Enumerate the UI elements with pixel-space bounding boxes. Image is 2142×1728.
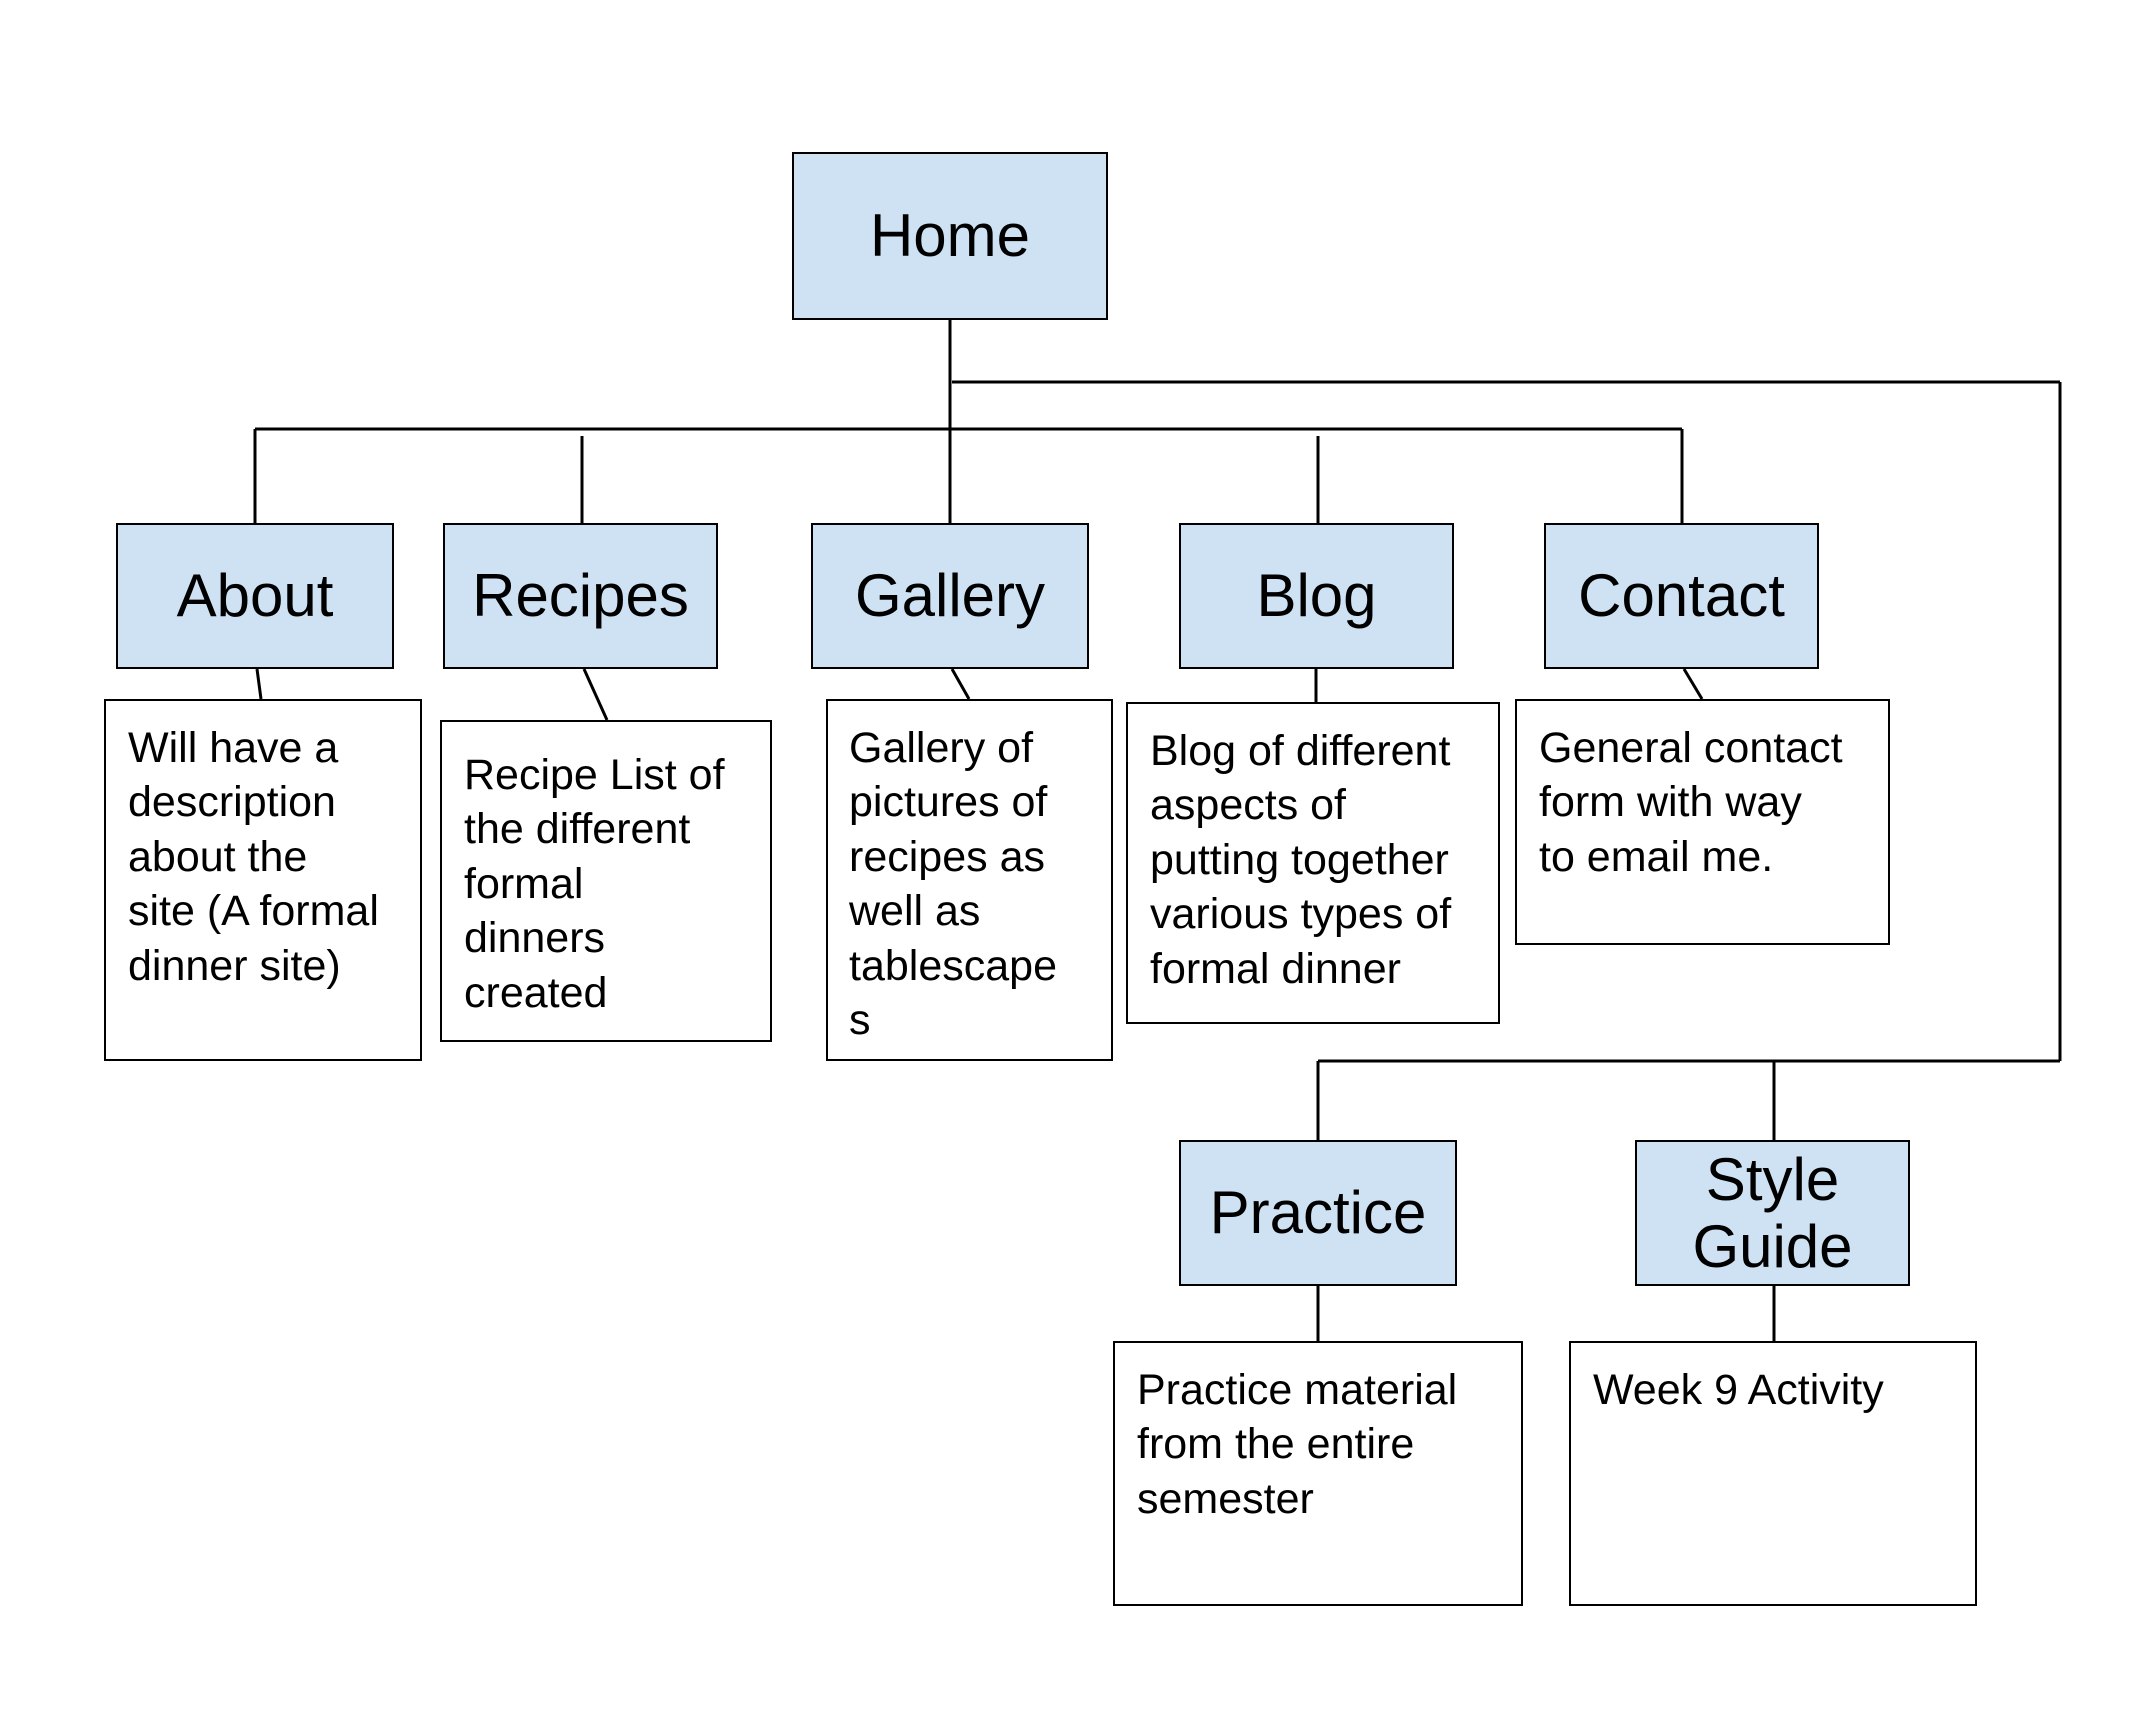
practice-node: Practice — [1179, 1140, 1457, 1286]
recipes-description: Recipe List of the different formal dinn… — [440, 720, 772, 1042]
style-guide-description: Week 9 Activity — [1569, 1341, 1977, 1606]
home-node: Home — [792, 152, 1108, 320]
blog-description: Blog of different aspects of putting tog… — [1126, 702, 1500, 1024]
home-label: Home — [869, 202, 1031, 270]
about-node: About — [116, 523, 394, 669]
gallery-description: Gallery of pictures of recipes as well a… — [826, 699, 1113, 1061]
contact-label: Contact — [1578, 562, 1785, 630]
recipes-node: Recipes — [443, 523, 718, 669]
about-label: About — [176, 562, 334, 630]
blog-label: Blog — [1256, 562, 1377, 630]
recipes-label: Recipes — [472, 562, 689, 630]
about-description: Will have a description about the site (… — [104, 699, 422, 1061]
practice-label: Practice — [1209, 1179, 1427, 1247]
style-guide-node: Style Guide — [1635, 1140, 1910, 1286]
contact-node: Contact — [1544, 523, 1819, 669]
style-guide-label: Style Guide — [1692, 1145, 1853, 1280]
gallery-node: Gallery — [811, 523, 1089, 669]
gallery-label: Gallery — [854, 562, 1046, 630]
blog-node: Blog — [1179, 523, 1454, 669]
contact-description: General contact form with way to email m… — [1515, 699, 1890, 945]
practice-description: Practice material from the entire semest… — [1113, 1341, 1523, 1606]
